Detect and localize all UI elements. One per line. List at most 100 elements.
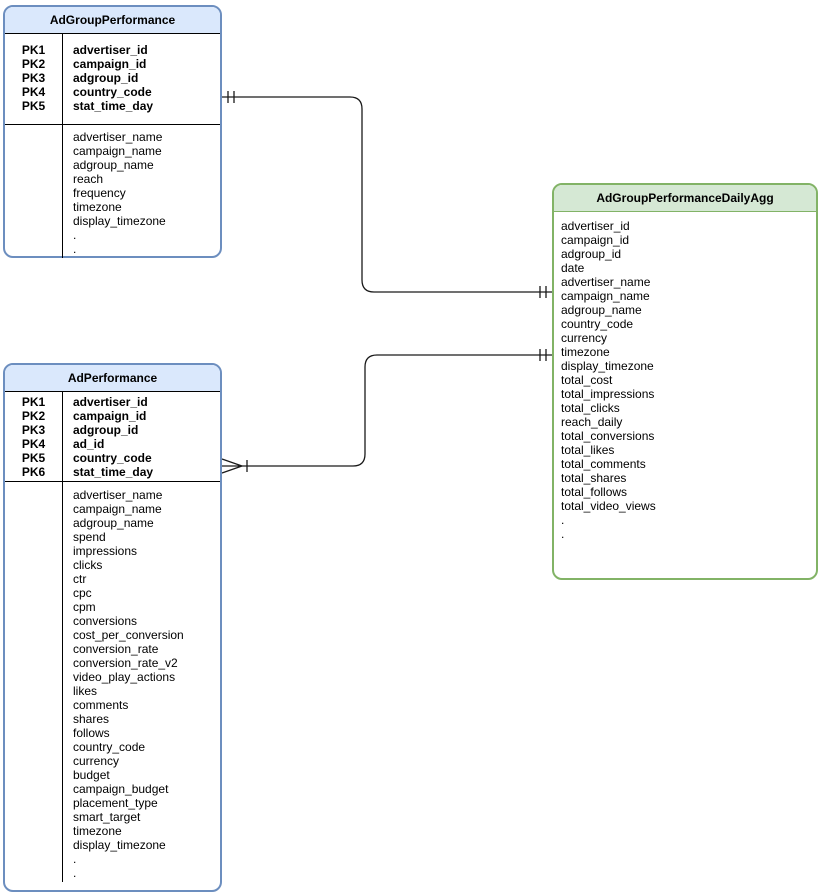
field-row: likes xyxy=(73,684,98,698)
pk-field: stat_time_day xyxy=(73,99,154,113)
field-row: advertiser_name xyxy=(73,488,163,502)
field-row: date xyxy=(561,261,585,275)
field-row: campaign_name xyxy=(561,289,650,303)
field-row: total_shares xyxy=(561,471,627,485)
field-row: . xyxy=(73,866,77,880)
field-row: conversions xyxy=(73,614,138,628)
cardinality-exactly-one-icon xyxy=(227,91,235,103)
field-row: campaign_name xyxy=(73,144,162,158)
field-row: cpm xyxy=(73,600,96,614)
field-row: display_timezone xyxy=(73,838,166,852)
field-row: advertiser_id xyxy=(561,219,630,233)
field-row: comments xyxy=(73,698,129,712)
field-row: campaign_id xyxy=(561,233,630,247)
table-title: AdGroupPerformance xyxy=(5,7,220,34)
pk-field: adgroup_id xyxy=(73,423,139,437)
field-row: campaign_budget xyxy=(73,782,169,796)
pk-field: country_code xyxy=(73,451,152,465)
field-row: cost_per_conversion xyxy=(73,628,184,642)
field-row: total_video_views xyxy=(561,499,656,513)
field-row: display_timezone xyxy=(73,214,166,228)
pk-label: PK1 xyxy=(21,43,46,57)
field-row: . xyxy=(561,527,565,541)
pk-label: PK3 xyxy=(21,423,46,437)
pk-field: ad_id xyxy=(73,437,105,451)
field-row: advertiser_name xyxy=(561,275,651,289)
field-row: total_conversions xyxy=(561,429,655,443)
field-row: total_follows xyxy=(561,485,628,499)
pk-field: advertiser_id xyxy=(73,395,148,409)
field-row: placement_type xyxy=(73,796,158,810)
field-row: reach xyxy=(73,172,104,186)
field-row: follows xyxy=(73,726,110,740)
pk-field: campaign_id xyxy=(73,57,147,71)
column-divider xyxy=(5,125,63,258)
relationship-line[interactable] xyxy=(222,96,552,293)
pk-field: country_code xyxy=(73,85,152,99)
table-title: AdGroupPerformanceDailyAgg xyxy=(554,185,816,212)
field-row: advertiser_name xyxy=(73,130,163,144)
field-row: ctr xyxy=(73,572,87,586)
table-title: AdPerformance xyxy=(5,365,220,392)
field-row: spend xyxy=(73,530,106,544)
field-row: timezone xyxy=(561,345,610,359)
field-row: impressions xyxy=(73,544,138,558)
field-row: adgroup_id xyxy=(561,247,622,261)
field-row: frequency xyxy=(73,186,126,200)
field-row: . xyxy=(73,228,77,242)
column-divider xyxy=(5,482,63,882)
field-row: total_comments xyxy=(561,457,646,471)
field-row: smart_target xyxy=(73,810,141,824)
pk-label: PK4 xyxy=(21,437,46,451)
pk-label: PK4 xyxy=(21,85,46,99)
field-row: adgroup_name xyxy=(73,516,154,530)
field-row: campaign_name xyxy=(73,502,162,516)
pk-label: PK5 xyxy=(21,99,46,113)
field-row: country_code xyxy=(561,317,634,331)
field-row: adgroup_name xyxy=(561,303,642,317)
field-row: . xyxy=(73,242,77,256)
pk-field: adgroup_id xyxy=(73,71,139,85)
pk-label: PK5 xyxy=(21,451,46,465)
field-row: total_cost xyxy=(561,373,613,387)
pk-label: PK1 xyxy=(21,395,46,409)
field-row: display_timezone xyxy=(561,359,654,373)
field-row: country_code xyxy=(73,740,146,754)
field-row: cpc xyxy=(73,586,92,600)
field-row: clicks xyxy=(73,558,103,572)
pk-field: stat_time_day xyxy=(73,465,154,479)
pk-field: campaign_id xyxy=(73,409,147,423)
pk-label: PK3 xyxy=(21,71,46,85)
field-row: timezone xyxy=(73,200,122,214)
field-row: total_likes xyxy=(561,443,615,457)
field-row: currency xyxy=(73,754,120,768)
field-row: shares xyxy=(73,712,110,726)
pk-label: PK2 xyxy=(21,409,46,423)
cardinality-exactly-one-icon xyxy=(539,349,547,361)
pk-label: PK6 xyxy=(21,465,46,479)
field-row: budget xyxy=(73,768,110,782)
pk-field: advertiser_id xyxy=(73,43,148,57)
relationship-adgroupperformance-to-dailyagg[interactable] xyxy=(222,91,552,298)
relationship-line[interactable] xyxy=(242,354,552,467)
relationship-adperformance-to-dailyagg[interactable] xyxy=(221,349,552,474)
field-row: conversion_rate xyxy=(73,642,159,656)
field-row: conversion_rate_v2 xyxy=(73,656,178,670)
field-row: adgroup_name xyxy=(73,158,154,172)
field-row: reach_daily xyxy=(561,415,623,429)
field-row: . xyxy=(561,513,565,527)
field-row: total_impressions xyxy=(561,387,655,401)
table-adgroupperformancedailyagg[interactable]: AdGroupPerformanceDailyAgg advertiser_id… xyxy=(552,183,818,580)
crow-foot-many-icon xyxy=(221,458,248,474)
